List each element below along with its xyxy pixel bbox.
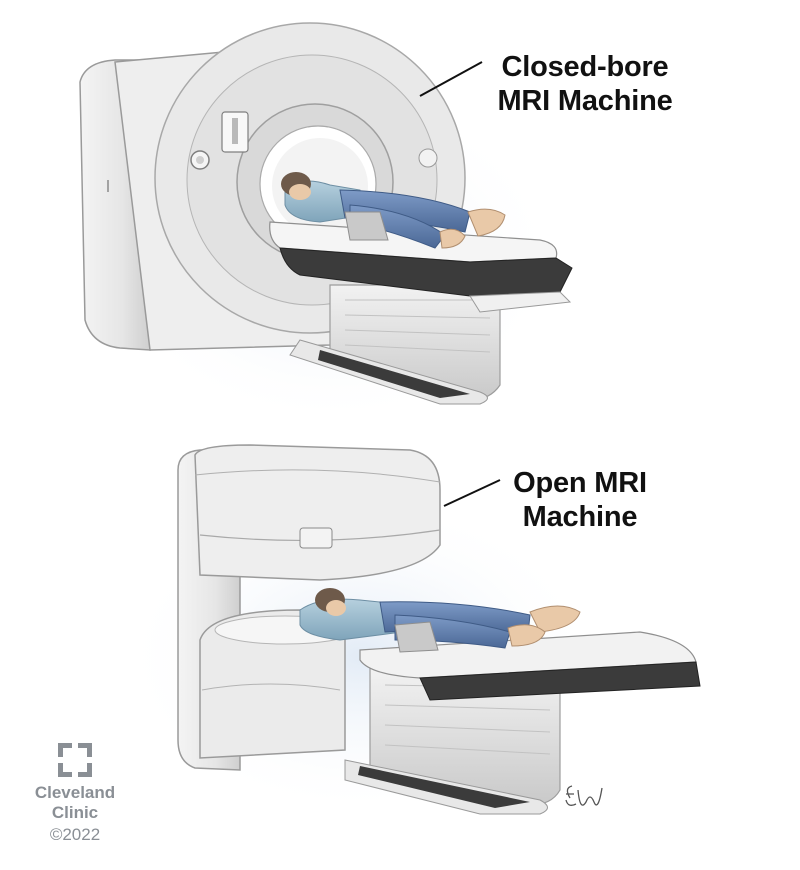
open-mri-label-line2: Machine xyxy=(522,501,638,533)
open-mri-label: Open MRI Machine xyxy=(475,466,685,534)
open-mri-machine xyxy=(120,444,701,815)
closed-bore-label: Closed-bore MRI Machine xyxy=(470,50,700,118)
cleveland-clinic-cross-icon xyxy=(58,743,92,777)
copyright-text: ©2022 xyxy=(49,825,101,844)
closed-bore-leader-line xyxy=(419,61,483,97)
closed-bore-label-line2: MRI Machine xyxy=(497,85,673,117)
artist-signature xyxy=(565,785,603,806)
brand-name-line2: Clinic xyxy=(51,803,99,822)
open-mri-label-line1: Open MRI xyxy=(513,467,647,499)
closed-bore-label-line1: Closed-bore xyxy=(501,51,669,83)
brand-name-line1: Cleveland xyxy=(34,783,116,802)
closed-bore-mri-machine xyxy=(79,22,573,410)
cleveland-clinic-logo: Cleveland Clinic ©2022 xyxy=(20,743,130,845)
